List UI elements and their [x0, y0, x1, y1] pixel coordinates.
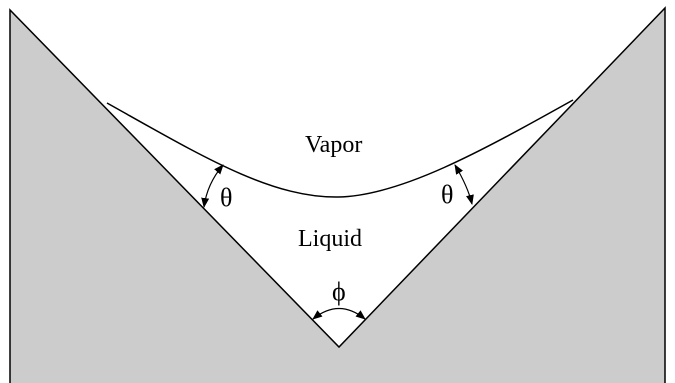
meniscus-curve [106, 99, 574, 198]
right-contact-angle-arc [454, 164, 474, 205]
left-contact-angle-arc [201, 164, 224, 208]
phi-label: ϕ [332, 277, 346, 306]
liquid-label: Liquid [298, 226, 362, 252]
left-solid-wall [10, 10, 339, 383]
wedge-outline [9, 6, 666, 383]
wedge-angle-arc [312, 307, 366, 320]
right-theta-label: θ [441, 180, 453, 209]
vapor-label: Vapor [305, 132, 362, 158]
left-theta-label: θ [220, 183, 232, 212]
right-solid-wall [339, 8, 665, 383]
